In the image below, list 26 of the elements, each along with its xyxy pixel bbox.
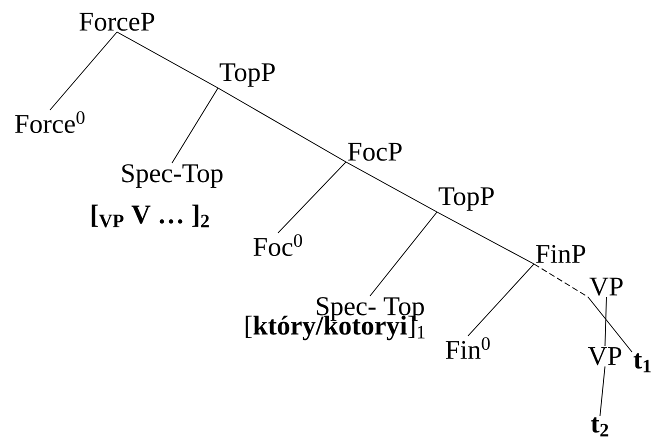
node-label: ForceP xyxy=(80,12,154,31)
tree-branch xyxy=(50,32,118,110)
tree-branch xyxy=(172,88,218,164)
node-label: FinP xyxy=(536,244,586,263)
node-label: Foc$^{0}$ xyxy=(254,234,302,256)
node-label: Fin$^{0}$ xyxy=(446,337,490,359)
node-label: Spec-Top xyxy=(122,164,223,188)
tree-branch xyxy=(346,162,438,212)
node-label: TopP xyxy=(438,187,494,211)
tree-branch xyxy=(468,264,534,336)
node-label: TopP xyxy=(220,63,275,87)
tree-branch xyxy=(370,212,438,296)
node-label: t$_{1}$ xyxy=(634,353,651,372)
node-label: VP xyxy=(588,347,622,366)
node-label: FocP xyxy=(348,142,402,161)
tree-branch xyxy=(278,162,346,234)
tree-branch xyxy=(218,88,346,162)
tree-branch xyxy=(588,296,632,352)
tree-branch xyxy=(116,32,218,88)
node-label: t$_{2}$ xyxy=(590,417,608,436)
node-label: VP xyxy=(590,278,623,296)
node-label: Force$^{0}$ xyxy=(15,111,84,134)
terminal-label: [$_{VP}$ V … ]$_{2}$ xyxy=(92,204,209,228)
tree-branch xyxy=(436,212,534,264)
tree-branch xyxy=(604,296,607,346)
tree-branch xyxy=(600,366,606,416)
